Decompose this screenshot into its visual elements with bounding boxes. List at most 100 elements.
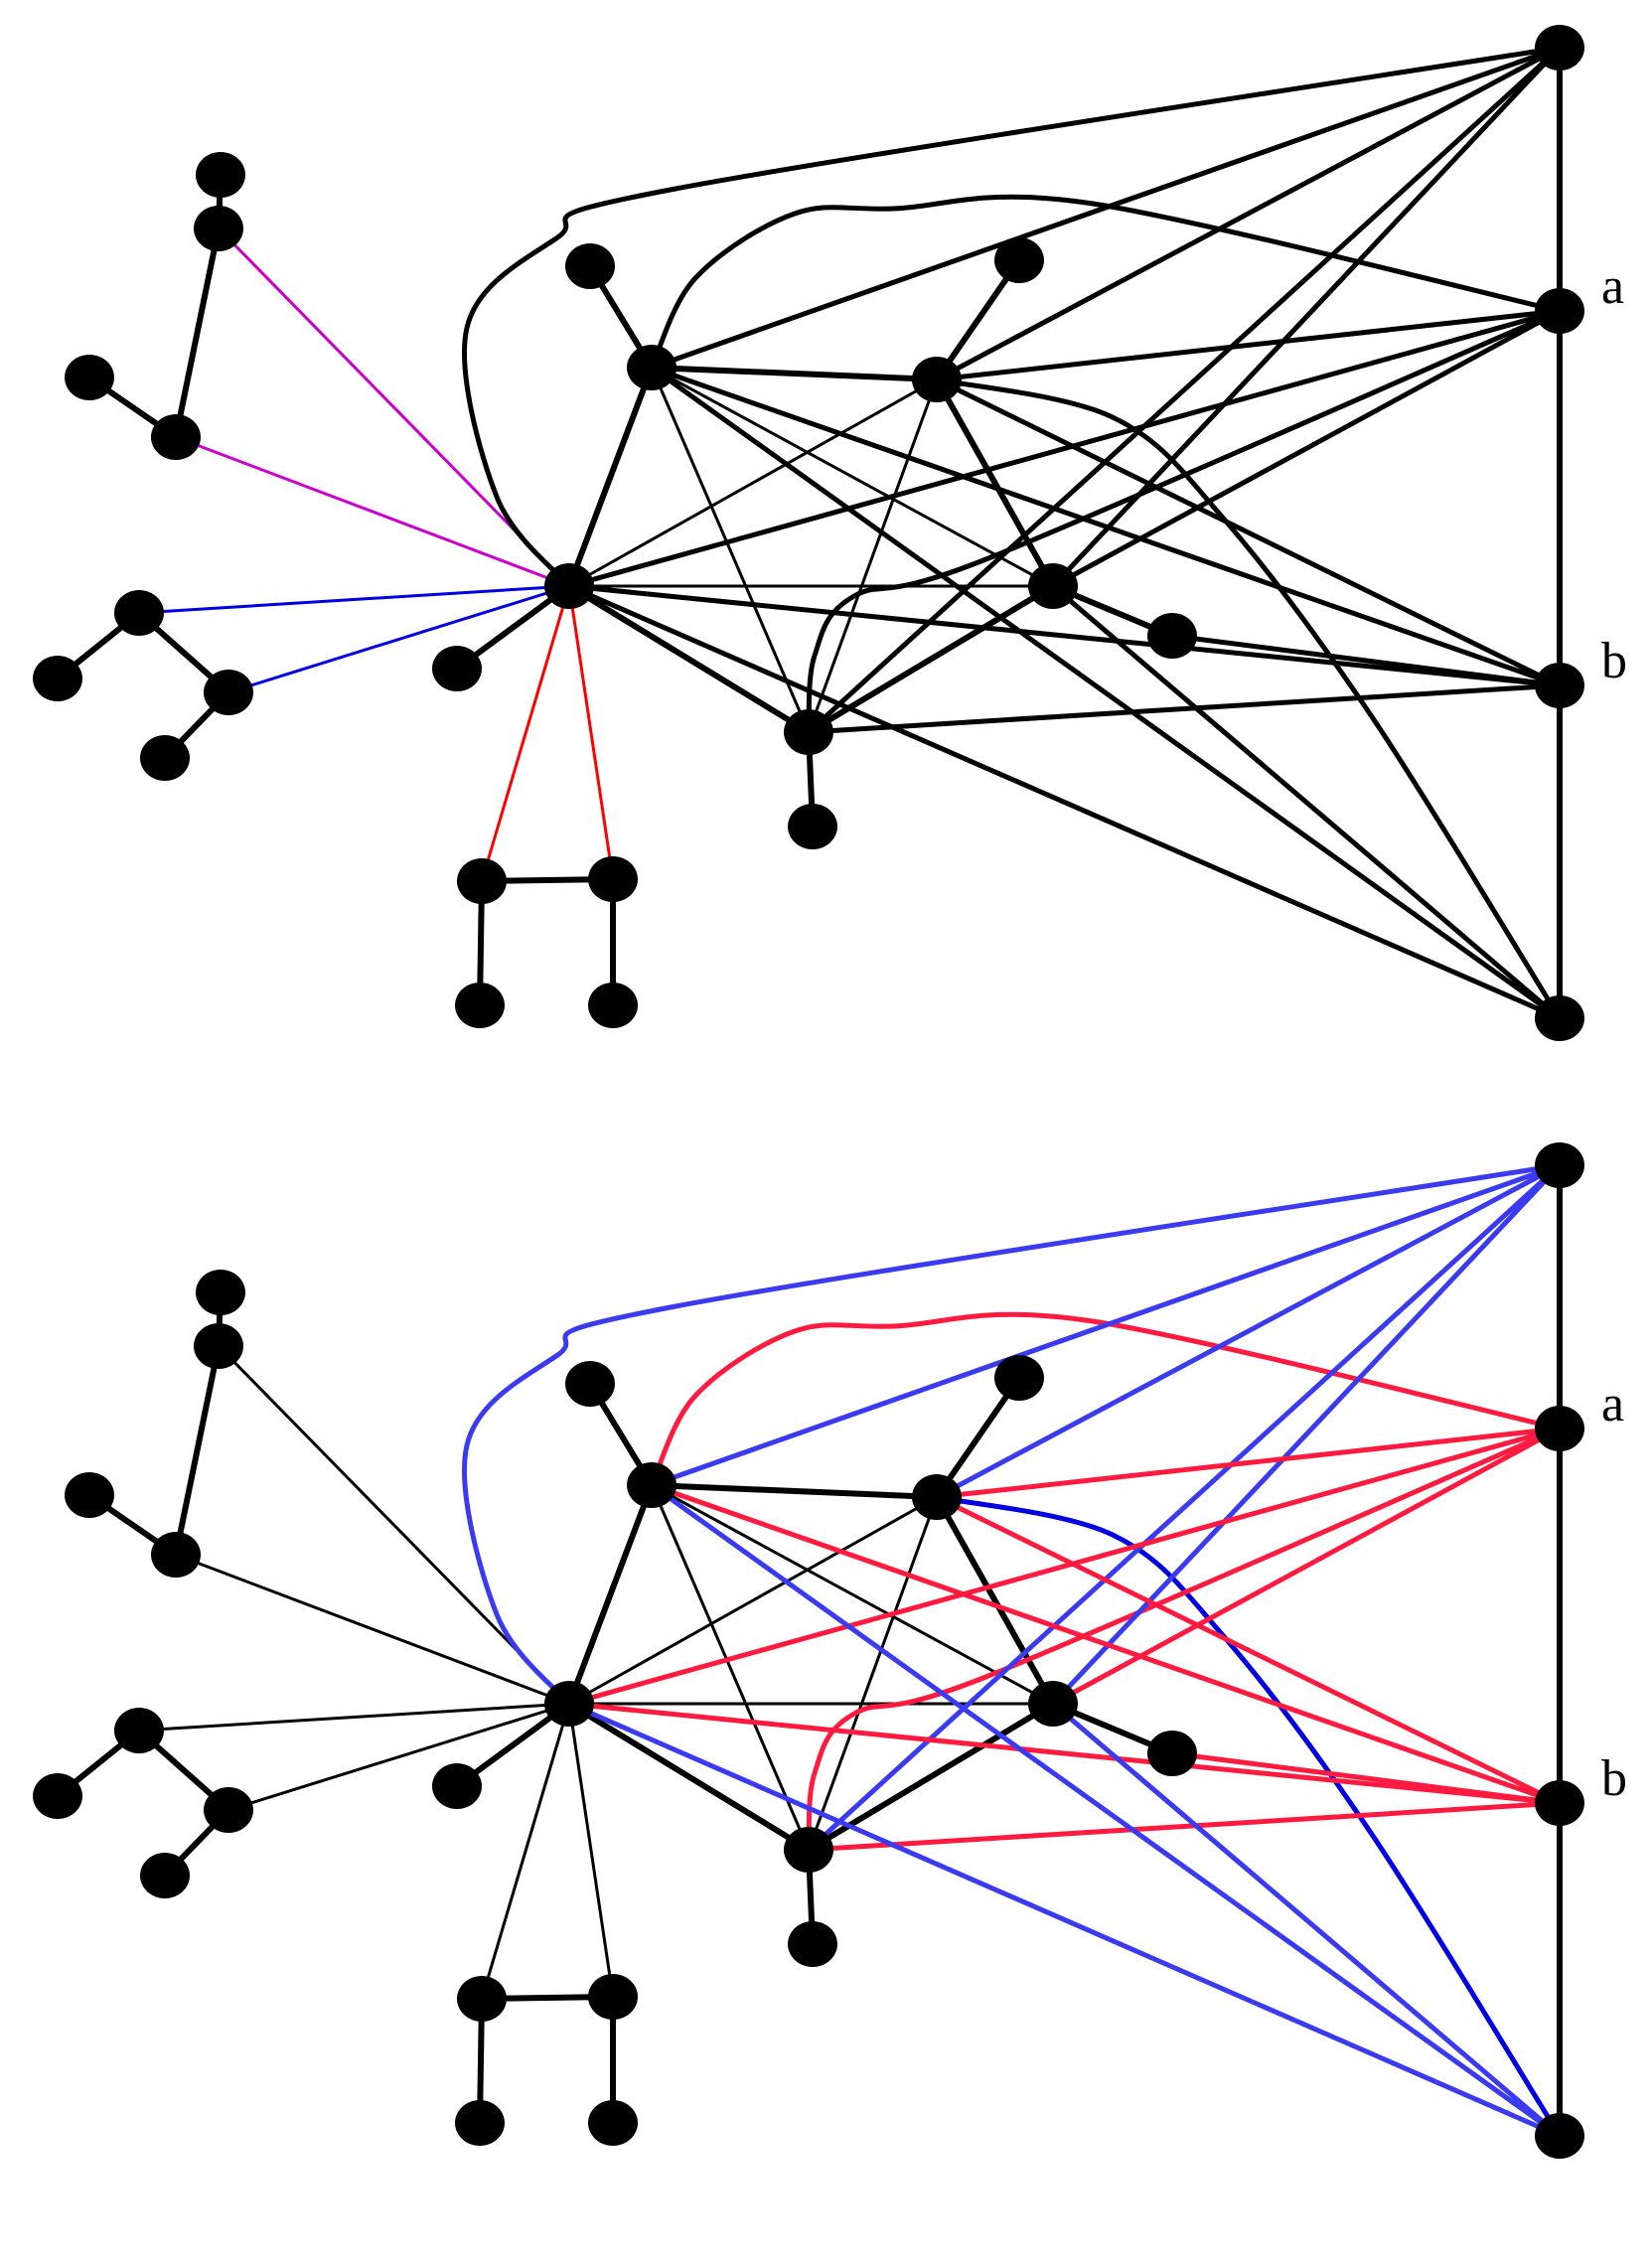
node-L4a (140, 735, 190, 781)
node-C (544, 563, 594, 609)
node-L3 (114, 590, 164, 636)
node-L2 (151, 1532, 201, 1578)
edge-L1-L2 (173, 226, 222, 440)
edge-U-Z (649, 365, 1563, 1021)
edge-F-B (934, 377, 1563, 688)
edge-F-V (934, 1494, 1056, 1707)
edge-C-A (566, 308, 1563, 589)
node-label-b: b (1601, 1750, 1627, 1807)
edge-U-B (649, 365, 1563, 688)
edge-F-f1 (934, 1375, 1022, 1500)
node-S4 (588, 2100, 638, 2146)
edge-C-S1 (480, 584, 571, 883)
node-u1 (565, 243, 615, 289)
edge-U-A (649, 1311, 1563, 1488)
node-S4 (588, 982, 638, 1028)
top-graph-panel: ab (33, 25, 1627, 1041)
node-L4a (140, 1853, 190, 1898)
edge-W-A (806, 1426, 1563, 1853)
edge-L1-L2 (173, 1343, 222, 1558)
edge-V-Z (1050, 1701, 1563, 2139)
node-B (1535, 663, 1584, 708)
node-v1 (1147, 1731, 1197, 1776)
node-L2a (65, 1472, 114, 1518)
edge-v1-B (1169, 633, 1563, 688)
edge-U-Z (649, 1482, 1563, 2139)
node-F (912, 357, 962, 402)
node-L3 (114, 1708, 164, 1753)
edge-F-W (807, 1495, 939, 1852)
edge-F-B (934, 1494, 1563, 1806)
node-S3 (455, 2100, 505, 2146)
node-label-a: a (1601, 258, 1624, 315)
nodes (33, 25, 1584, 1041)
node-c1 (432, 1763, 482, 1809)
edge-U-V (650, 1483, 1055, 1706)
node-B (1535, 1780, 1584, 1826)
edge-v1-B (1169, 1750, 1563, 1806)
edge-W-T (806, 1162, 1563, 1853)
node-L1a (196, 152, 245, 198)
edge-C-W (566, 1701, 812, 1853)
node-L2 (151, 414, 201, 460)
node-V (1028, 563, 1078, 609)
edge-C-U (566, 1482, 655, 1707)
node-L1 (194, 206, 243, 251)
node-S2 (588, 1974, 638, 2020)
edge-W-B (806, 1800, 1563, 1853)
edge-C-T (462, 45, 1563, 589)
edge-V-T (1050, 45, 1563, 589)
edge-U-B (649, 1482, 1563, 1806)
edge-C-F (567, 1495, 939, 1706)
node-L1 (194, 1323, 243, 1369)
edge-F-A (934, 308, 1563, 382)
edge-U-A (649, 194, 1563, 371)
edge-V-A (1050, 1426, 1563, 1707)
node-S3 (455, 982, 505, 1028)
nodes (33, 1142, 1584, 2159)
edges (55, 1162, 1563, 2139)
edge-C-Z (566, 583, 1563, 1021)
node-c1 (432, 646, 482, 691)
node-L3a (33, 1773, 82, 1819)
node-F (912, 1474, 962, 1520)
edge-C-B (566, 583, 1563, 688)
node-V (1028, 1681, 1078, 1727)
edge-V-W (806, 583, 1056, 735)
node-label-a: a (1601, 1376, 1624, 1433)
edge-U-T (649, 1162, 1563, 1488)
node-Z (1535, 995, 1584, 1041)
node-T (1535, 1142, 1584, 1188)
node-C (544, 1681, 594, 1727)
edge-C-L3 (137, 584, 571, 615)
edge-F-V (934, 377, 1056, 589)
edge-F-f1 (934, 257, 1022, 382)
node-S1 (457, 858, 507, 904)
edge-C-L2 (174, 435, 571, 588)
edge-C-S1 (480, 1702, 571, 2001)
edge-U-F (649, 365, 940, 382)
edge-W-B (806, 682, 1563, 735)
edge-C-A (566, 1426, 1563, 1707)
node-w1 (788, 804, 837, 849)
node-U (627, 1462, 676, 1508)
node-L4 (204, 1787, 253, 1833)
edge-C-L4 (226, 584, 571, 694)
edge-F-T (934, 45, 1563, 382)
edge-C-B (566, 1701, 1563, 1806)
node-S1 (457, 1976, 507, 2022)
node-L4 (204, 670, 253, 715)
node-T (1535, 25, 1584, 71)
node-f1 (994, 237, 1044, 283)
bottom-graph-panel: ab (33, 1142, 1627, 2159)
edge-V-T (1050, 1162, 1563, 1707)
edge-V-A (1050, 308, 1563, 589)
node-W (784, 1827, 833, 1873)
node-A (1535, 1406, 1584, 1451)
node-W (784, 709, 833, 755)
edge-F-W (807, 377, 939, 734)
edge-W-T (806, 45, 1563, 735)
node-f1 (994, 1355, 1044, 1401)
node-L3a (33, 656, 82, 701)
